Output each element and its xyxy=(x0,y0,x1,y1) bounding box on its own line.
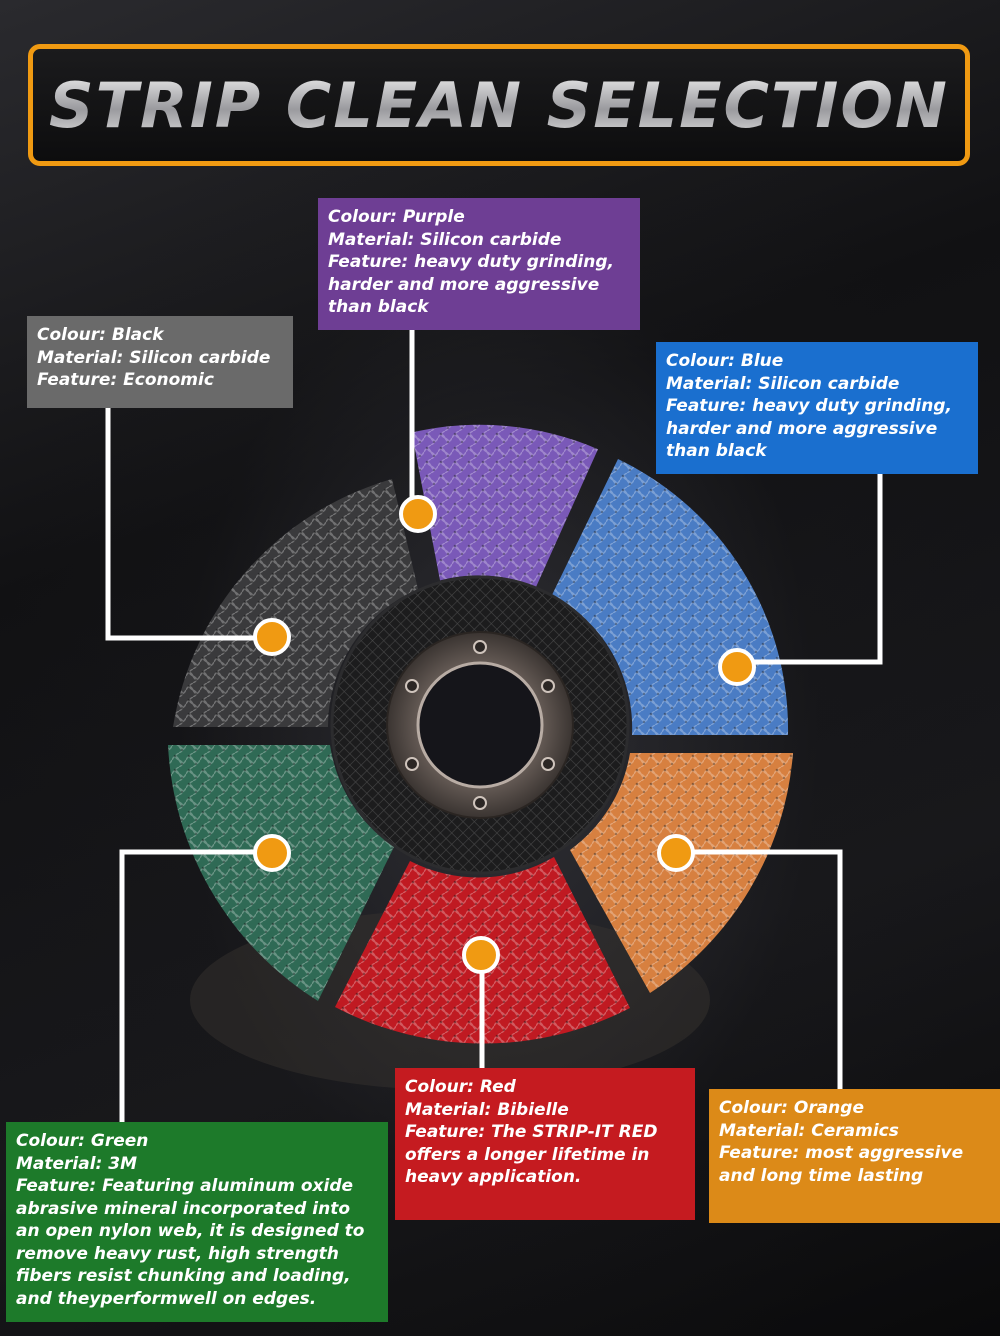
info-box-purple: Colour: Purple Material: Silicon carbide… xyxy=(318,198,640,330)
colour-label: Colour: Purple xyxy=(328,207,465,227)
colour-label: Colour: Green xyxy=(16,1131,149,1151)
feature-label: Feature: heavy duty grinding, harder and… xyxy=(328,252,614,317)
marker-green xyxy=(253,834,291,872)
connector-lines xyxy=(105,330,883,1122)
marker-orange xyxy=(657,834,695,872)
info-box-blue: Colour: Blue Material: Silicon carbide F… xyxy=(656,342,978,474)
colour-label: Colour: Black xyxy=(37,325,164,345)
colour-label: Colour: Orange xyxy=(719,1098,864,1118)
feature-label: Feature: Economic xyxy=(37,370,214,390)
feature-label: Feature: Featuring aluminum oxide abrasi… xyxy=(16,1176,365,1309)
material-label: Material: Silicon carbide xyxy=(328,229,562,250)
feature-label: Feature: heavy duty grinding, harder and… xyxy=(666,396,952,461)
material-label: Material: Bibielle xyxy=(405,1099,569,1120)
material-label: Material: Silicon carbide xyxy=(666,373,900,394)
info-box-orange: Colour: Orange Material: Ceramics Featur… xyxy=(709,1089,1000,1223)
marker-purple xyxy=(399,495,437,533)
feature-label: Feature: The STRIP-IT RED offers a longe… xyxy=(405,1122,658,1187)
marker-black xyxy=(253,618,291,656)
info-box-red: Colour: Red Material: Bibielle Feature: … xyxy=(395,1068,695,1220)
marker-blue xyxy=(718,648,756,686)
material-label: Material: 3M xyxy=(16,1153,138,1174)
title-banner: STRIP CLEAN SELECTION xyxy=(28,44,970,166)
colour-label: Colour: Red xyxy=(405,1077,516,1097)
material-label: Material: Ceramics xyxy=(719,1120,899,1141)
marker-red xyxy=(462,936,500,974)
feature-label: Feature: most aggressive and long time l… xyxy=(719,1143,964,1186)
colour-label: Colour: Blue xyxy=(666,351,784,371)
material-label: Material: Silicon carbide xyxy=(37,347,271,368)
page-title: STRIP CLEAN SELECTION xyxy=(49,68,949,142)
info-box-green: Colour: Green Material: 3M Feature: Feat… xyxy=(6,1122,388,1322)
info-box-black: Colour: Black Material: Silicon carbide … xyxy=(27,316,293,408)
